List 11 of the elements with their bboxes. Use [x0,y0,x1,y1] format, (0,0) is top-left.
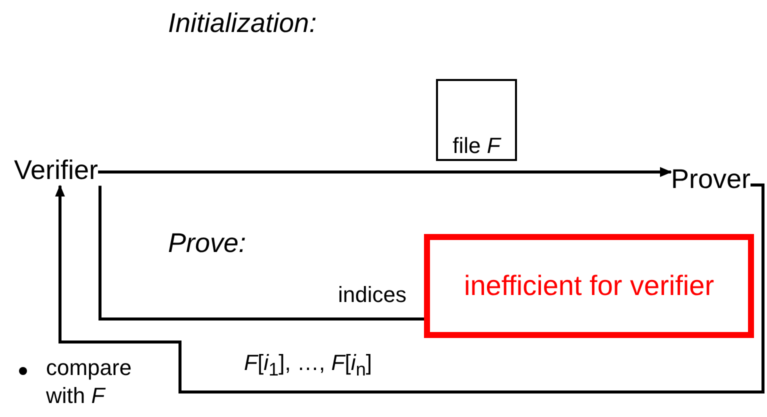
arrow [55,184,764,394]
file-box: file F [436,79,517,161]
highlight-box: inefficient for verifier [424,234,754,338]
edge-label: indices [338,282,406,308]
section-heading: Prove: [168,228,246,259]
participant-label: Prover [671,165,751,195]
section-heading: Initialization: [168,8,317,39]
arrow [98,167,672,177]
edge-label: F[i$_{1}$], …, F[i$_{n}$] [244,350,372,380]
bullet-text: compare with F [46,354,133,409]
participant-label: Verifier [14,156,98,186]
